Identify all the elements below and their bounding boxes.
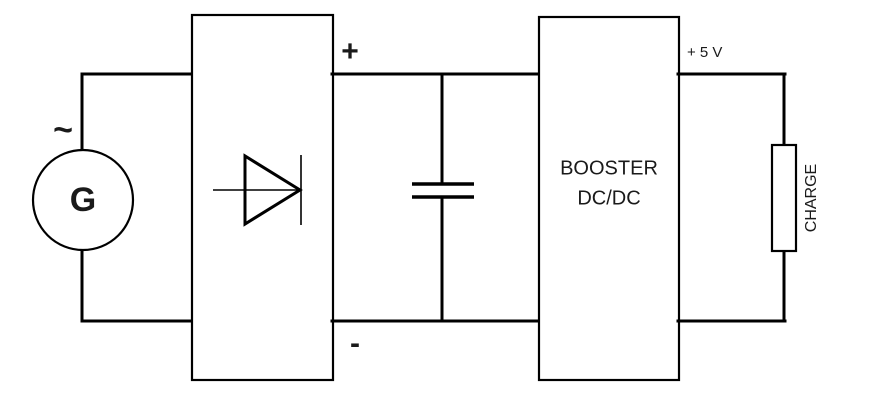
booster-label-line1: BOOSTER: [560, 157, 658, 179]
output-voltage-label: + 5 V: [687, 44, 722, 61]
rectifier-box: [190, 13, 335, 382]
diode-triangle-icon: [243, 153, 303, 227]
negative-rail-label: -: [350, 327, 360, 360]
booster-box: [537, 15, 681, 382]
load-label: CHARGE: [803, 164, 820, 232]
generator-label: G: [70, 181, 96, 219]
positive-rail-label: +: [341, 35, 359, 68]
load-resistor-box: [770, 143, 798, 253]
ac-source-symbol-icon: ~: [53, 111, 73, 149]
booster-label-line2: DC/DC: [577, 187, 640, 209]
generator-circle: [31, 148, 135, 252]
